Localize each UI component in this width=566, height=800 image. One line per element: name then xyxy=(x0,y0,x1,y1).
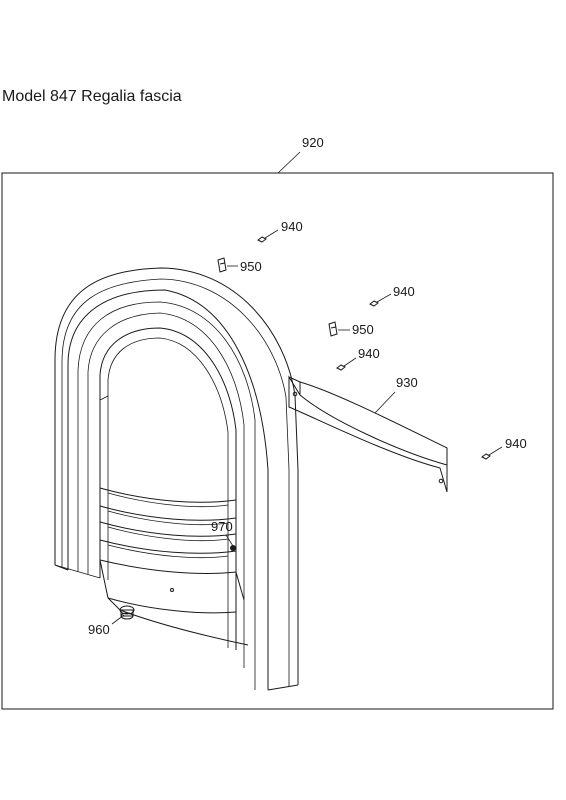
callout-950: 950 xyxy=(240,259,262,274)
callout-950: 950 xyxy=(352,322,374,337)
part-940-screw xyxy=(369,293,392,307)
part-960-knob xyxy=(119,605,135,620)
fascia-hole xyxy=(170,588,174,592)
callout-930: 930 xyxy=(396,375,418,390)
callout-940: 940 xyxy=(358,346,380,361)
part-950-clip xyxy=(217,257,238,273)
callout-920: 920 xyxy=(302,135,324,150)
part-940-screw xyxy=(336,357,357,371)
part-930-bracket xyxy=(288,375,448,493)
part-940-screw xyxy=(257,229,279,243)
arch-fascia xyxy=(54,267,299,691)
callout-960: 960 xyxy=(88,622,110,637)
callout-940: 940 xyxy=(505,436,527,451)
callout-970: 970 xyxy=(211,519,233,534)
leader-970 xyxy=(225,534,234,547)
assembly-frame xyxy=(1,172,554,710)
part-940-screw xyxy=(481,446,503,460)
part-950-clip xyxy=(328,321,350,337)
callout-940: 940 xyxy=(281,219,303,234)
leader-920 xyxy=(277,151,301,174)
part-970-screw xyxy=(230,545,236,551)
leader-930 xyxy=(374,391,396,414)
leader-960 xyxy=(111,614,125,625)
page-title: Model 847 Regalia fascia xyxy=(2,88,182,105)
callout-940: 940 xyxy=(393,284,415,299)
